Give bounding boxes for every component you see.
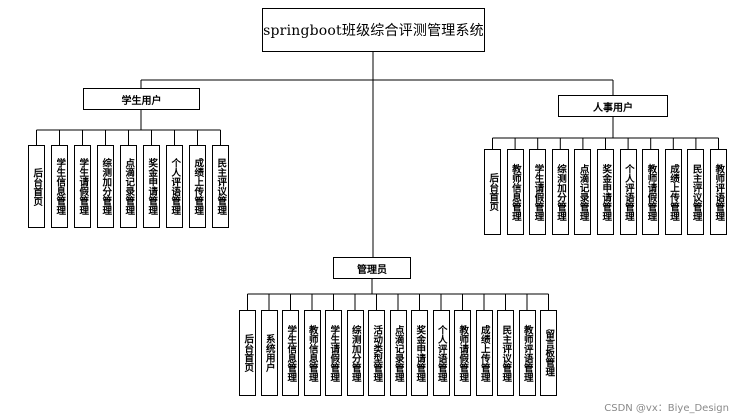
module-node-admin: 学生请假管理	[325, 310, 342, 396]
module-node-hr: 民主评议管理	[687, 149, 705, 235]
module-node-admin: 个人评语管理	[432, 310, 450, 396]
watermark: CSDN @vx：Biye_Design	[604, 403, 729, 414]
module-node-admin: 系统用户	[260, 310, 278, 396]
module-node-admin: 教师评语管理	[518, 310, 536, 396]
module-node-student: 民主评议管理	[212, 145, 229, 228]
module-node-student: 学生信息管理	[51, 145, 68, 228]
module-node-admin: 成绩上传管理	[475, 310, 493, 396]
role-node-admin: 管理员	[333, 257, 411, 279]
module-node-admin: 教师请假管理	[454, 310, 471, 396]
module-node-hr: 教师信息管理	[506, 149, 524, 235]
root-node-system-title: springboot班级综合评测管理系统	[262, 8, 485, 52]
module-node-hr: 成绩上传管理	[664, 149, 682, 235]
module-node-hr: 个人评语管理	[619, 149, 637, 235]
module-node-hr: 点滴记录管理	[574, 149, 592, 235]
module-node-student: 综测加分管理	[97, 145, 114, 228]
module-node-admin: 民主评议管理	[497, 310, 514, 396]
module-node-admin: 奖金申请管理	[411, 310, 428, 396]
role-node-hr-user: 人事用户	[558, 95, 668, 117]
module-node-admin: 活动类型管理	[368, 310, 385, 396]
module-node-hr: 后台首页	[484, 149, 501, 235]
module-node-hr: 奖金申请管理	[597, 149, 614, 235]
module-node-admin: 教师信息管理	[303, 310, 321, 396]
module-node-admin: 点滴记录管理	[389, 310, 407, 396]
module-node-hr: 教师评语管理	[710, 149, 727, 235]
module-node-hr: 教师请假管理	[642, 149, 660, 235]
module-node-student: 后台首页	[28, 145, 45, 228]
module-node-student: 点滴记录管理	[120, 145, 137, 228]
module-node-hr: 学生请假管理	[529, 149, 547, 235]
module-node-hr: 综测加分管理	[551, 149, 569, 235]
module-node-student: 奖金申请管理	[143, 145, 160, 228]
role-node-student-user: 学生用户	[83, 88, 200, 110]
module-node-student: 学生请假管理	[74, 145, 91, 228]
module-node-admin: 后台首页	[239, 310, 256, 396]
module-node-admin: 综测加分管理	[346, 310, 364, 396]
module-node-student: 成绩上传管理	[189, 145, 206, 228]
module-node-admin: 学生信息管理	[282, 310, 299, 396]
module-node-student: 个人评语管理	[166, 145, 183, 228]
module-node-admin: 留言板管理	[540, 310, 557, 396]
